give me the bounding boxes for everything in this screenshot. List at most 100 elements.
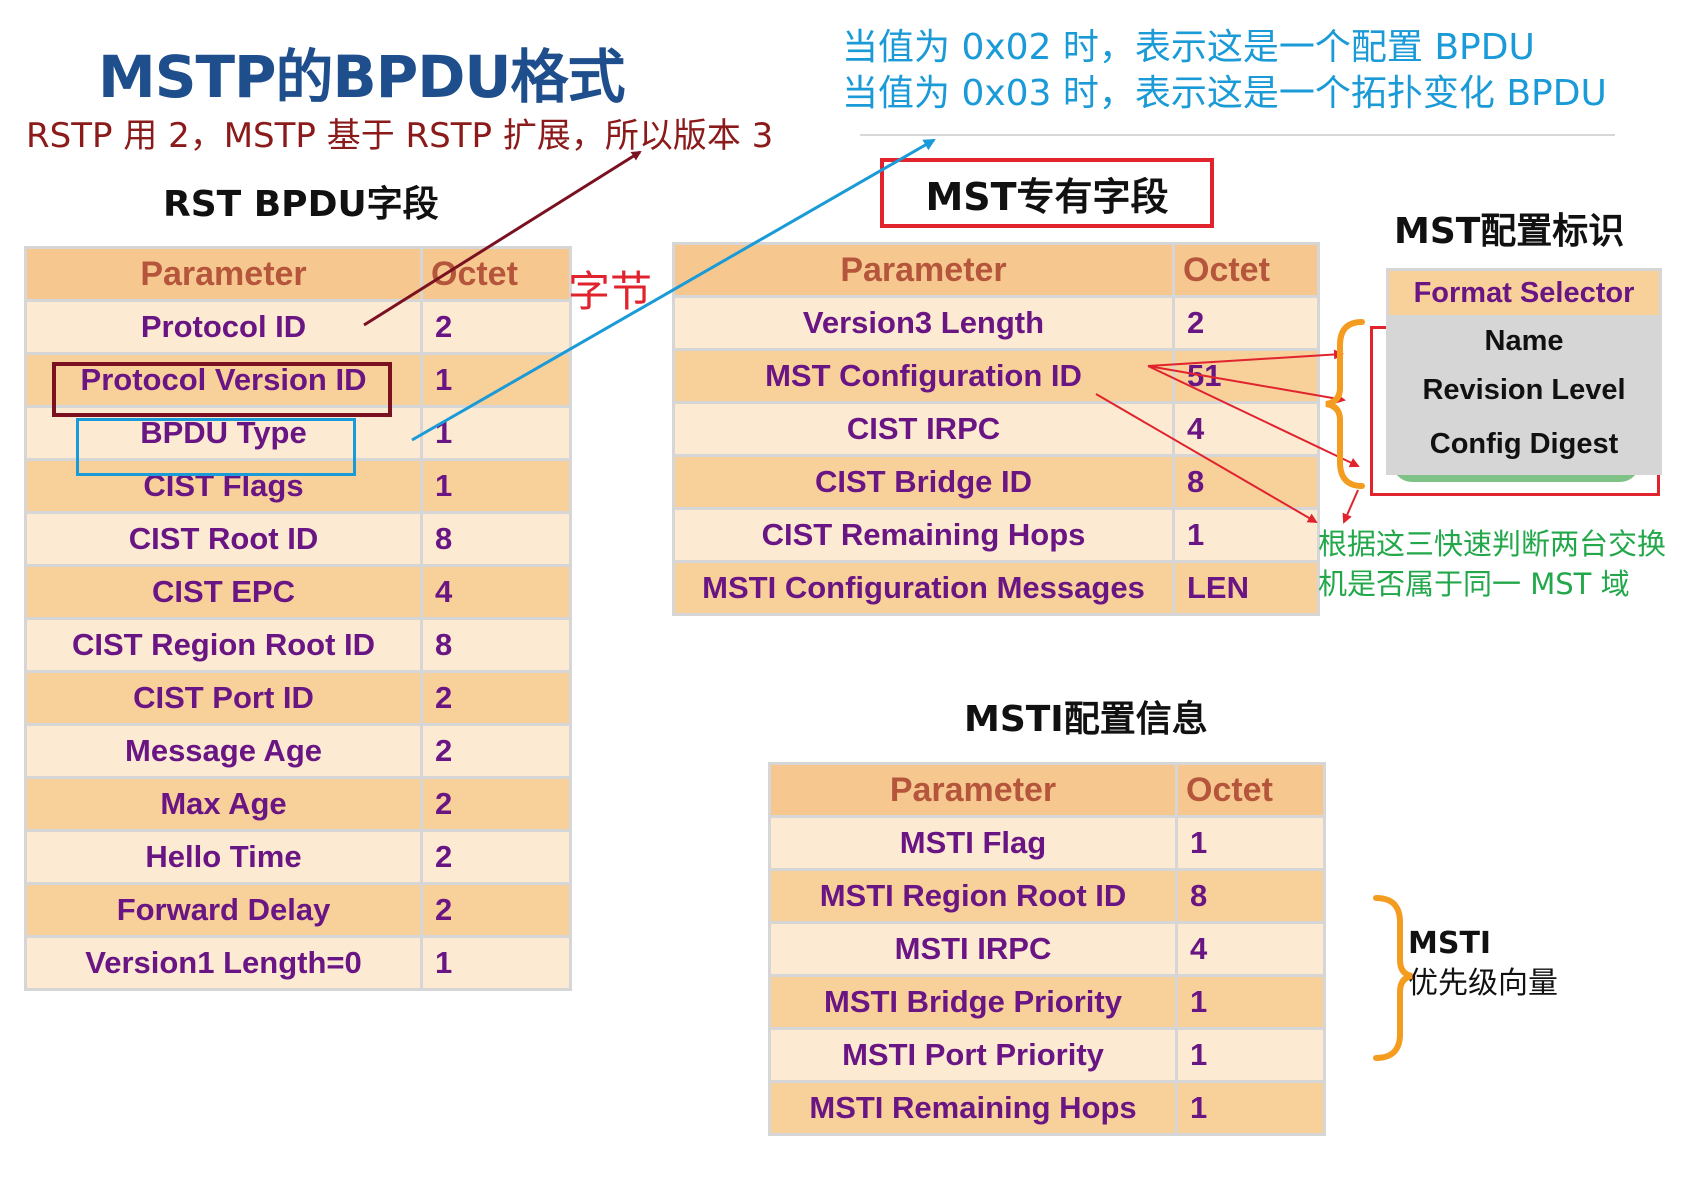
config-id-cell: Config Digest <box>1429 427 1619 460</box>
octet-cell: 1 <box>1178 1083 1323 1133</box>
msti-label-line-1: MSTI <box>1408 926 1492 961</box>
octet-cell: 1 <box>1175 510 1317 560</box>
header-octet: Octet <box>1178 765 1323 815</box>
config-id-cell: Format Selector <box>1389 271 1659 315</box>
config-id-cell: Name <box>1484 324 1564 357</box>
param-cell: Protocol ID <box>27 302 420 352</box>
octet-cell: 1 <box>423 408 569 458</box>
param-cell: CIST IRPC <box>675 404 1172 454</box>
rstp-version-note: RSTP 用 2，MSTP 基于 RSTP 扩展，所以版本 3 <box>26 116 774 156</box>
octet-cell: 1 <box>423 461 569 511</box>
config-id-cell: Revision Level <box>1422 373 1626 406</box>
protocol-version-highlight <box>52 362 392 417</box>
param-cell: CIST Region Root ID <box>27 620 420 670</box>
param-cell: Hello Time <box>27 832 420 882</box>
rst-section-title: RST BPDU字段 <box>163 184 439 225</box>
octet-cell: 8 <box>1175 457 1317 507</box>
octet-cell: 1 <box>423 355 569 405</box>
octet-cell: 8 <box>423 514 569 564</box>
octet-annotation: 字节 <box>568 267 653 316</box>
octet-cell: 1 <box>1178 1030 1323 1080</box>
param-cell: MSTI Region Root ID <box>771 871 1175 921</box>
param-cell: MST Configuration ID <box>675 351 1172 401</box>
param-cell: MSTI Flag <box>771 818 1175 868</box>
table-header-row: Parameter Octet <box>675 245 1317 295</box>
octet-cell: 4 <box>423 567 569 617</box>
header-octet: Octet <box>423 249 569 299</box>
param-cell: Max Age <box>27 779 420 829</box>
param-cell: CIST Root ID <box>27 514 420 564</box>
divider <box>860 134 1615 136</box>
param-cell: MSTI Configuration Messages <box>675 563 1172 613</box>
param-cell: MSTI Port Priority <box>771 1030 1175 1080</box>
octet-cell: 1 <box>423 938 569 988</box>
config-id-brace <box>1325 319 1365 489</box>
arrow-box-to-note <box>1342 489 1359 524</box>
bpdu-type-note-config: 当值为 0x02 时，表示这是一个配置 BPDU <box>842 27 1535 68</box>
octet-cell: 2 <box>423 673 569 723</box>
msti-priority-vector-label: MSTI 优先级向量 <box>1408 924 1558 1004</box>
octet-cell: 2 <box>423 302 569 352</box>
msti-priority-vector-brace <box>1373 895 1413 1061</box>
header-parameter: Parameter <box>675 245 1172 295</box>
bpdu-type-highlight <box>76 418 356 476</box>
octet-cell: 4 <box>1175 404 1317 454</box>
param-cell: Version1 Length=0 <box>27 938 420 988</box>
config-id-row-revision-level: Revision Level <box>1389 367 1659 413</box>
param-cell: CIST EPC <box>27 567 420 617</box>
octet-cell: LEN <box>1175 563 1317 613</box>
octet-cell: 1 <box>1178 818 1323 868</box>
octet-cell: 1 <box>1178 977 1323 1027</box>
config-id-row-config-digest: Config Digest <box>1389 416 1659 472</box>
octet-cell: 2 <box>423 885 569 935</box>
page-title: MSTP的BPDU格式 <box>98 43 626 111</box>
msti-label-line-2: 优先级向量 <box>1408 966 1558 1001</box>
param-cell: Forward Delay <box>27 885 420 935</box>
param-cell: MSTI IRPC <box>771 924 1175 974</box>
octet-cell: 4 <box>1178 924 1323 974</box>
octet-cell: 8 <box>1178 871 1323 921</box>
param-cell: Version3 Length <box>675 298 1172 348</box>
table-header-row: Parameter Octet <box>771 765 1323 815</box>
param-cell: MSTI Remaining Hops <box>771 1083 1175 1133</box>
table-header-row: Parameter Octet <box>27 249 569 299</box>
octet-cell: 2 <box>1175 298 1317 348</box>
param-cell: CIST Remaining Hops <box>675 510 1172 560</box>
bpdu-type-note-tcn: 当值为 0x03 时，表示这是一个拓扑变化 BPDU <box>842 73 1607 114</box>
mst-config-id-title: MST配置标识 <box>1394 211 1625 252</box>
octet-cell: 51 <box>1175 351 1317 401</box>
msti-section-title: MSTI配置信息 <box>964 699 1208 740</box>
param-cell: CIST Port ID <box>27 673 420 723</box>
octet-cell: 2 <box>423 832 569 882</box>
same-region-note-line-1: 根据这三快速判断两台交换 <box>1318 527 1667 561</box>
param-cell: Message Age <box>27 726 420 776</box>
same-region-note: 根据这三快速判断两台交换 机是否属于同一 MST 域 <box>1318 524 1666 604</box>
octet-cell: 2 <box>423 779 569 829</box>
mst-section-title: MST专有字段 <box>880 158 1214 228</box>
header-parameter: Parameter <box>27 249 420 299</box>
